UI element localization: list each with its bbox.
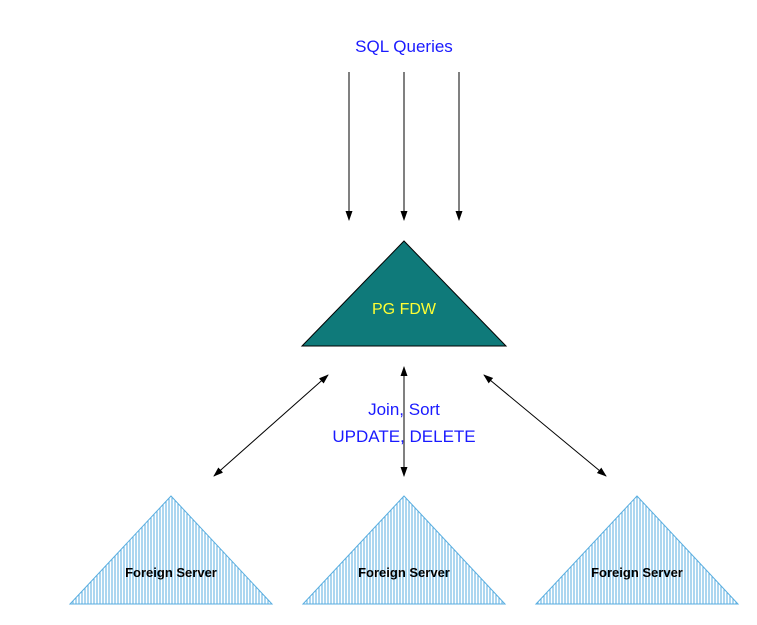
connection-arrow-left [213,374,329,477]
foreign-server-label: Foreign Server [125,565,217,580]
foreign-server-shape [68,495,274,605]
pushdown-label-line2: UPDATE, DELETE [332,427,475,446]
connection-arrow-right [483,374,607,477]
foreign-server-label: Foreign Server [591,565,683,580]
foreign-server-shape [534,495,740,605]
foreign-server-center: Foreign Server [301,495,507,605]
foreign-server-shape [301,495,507,605]
pg-fdw-label: PG FDW [372,301,437,318]
foreign-server-label: Foreign Server [358,565,450,580]
sql-queries-label: SQL Queries [355,37,453,56]
pg-fdw-node [300,240,508,347]
foreign-server-right: Foreign Server [534,495,740,605]
foreign-server-left: Foreign Server [68,495,274,605]
pushdown-label-line1: Join, Sort [368,400,440,419]
